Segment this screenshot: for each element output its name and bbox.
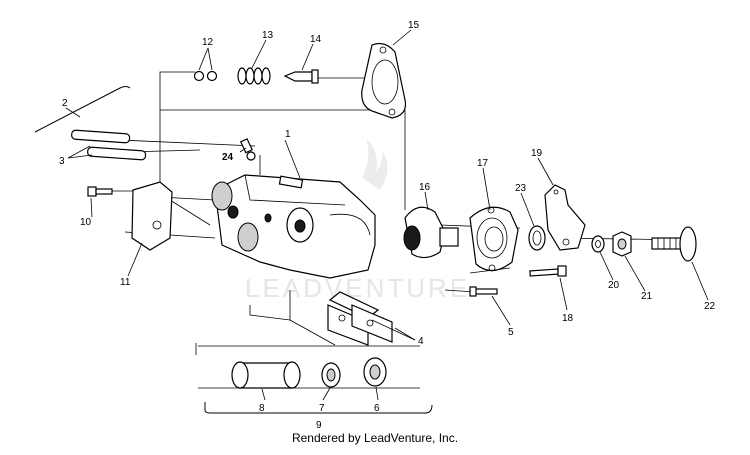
- callout-5: 5: [508, 327, 514, 338]
- bolt: [87, 186, 113, 197]
- pin-group-bracket: [34, 86, 131, 133]
- callout-16: 16: [419, 182, 431, 193]
- o-rings: [193, 70, 218, 82]
- bleed-pin: [283, 69, 319, 84]
- callout-7: 7: [319, 403, 325, 414]
- washer-small: [321, 362, 341, 388]
- callout-9: 9: [316, 420, 322, 431]
- callout-10: 10: [80, 217, 92, 228]
- actuator-piston: [403, 206, 459, 259]
- callout-2: 2: [62, 98, 68, 109]
- callout-13: 13: [262, 30, 274, 41]
- washer-large: [363, 357, 387, 387]
- piston: [231, 361, 301, 389]
- callout-8: 8: [259, 403, 265, 414]
- callout-23: 23: [515, 183, 527, 194]
- hex-nut: [612, 231, 632, 257]
- spring: [237, 67, 271, 85]
- seal-ring: [528, 225, 546, 251]
- housing-bolt: [529, 265, 567, 277]
- callout-17: 17: [477, 158, 489, 169]
- callout-3: 3: [59, 156, 65, 167]
- mounting-plate: [131, 181, 173, 251]
- callout-6: 6: [374, 403, 380, 414]
- callout-1: 1: [285, 129, 291, 140]
- callout-labels: 1 2 3 4 5 6 7 8 9 10 11 12 13 14 15 16 1…: [59, 20, 716, 431]
- callout-19: 19: [531, 148, 543, 159]
- brake-pads: [327, 291, 393, 346]
- footer-credit: Rendered by LeadVenture, Inc.: [291, 431, 459, 445]
- callout-22: 22: [704, 301, 716, 312]
- callout-24: 24: [222, 152, 234, 163]
- adjust-screw: [469, 286, 498, 297]
- lever-arm: [544, 184, 586, 251]
- gasket-plate: [361, 42, 407, 119]
- caliper-pins: [71, 129, 147, 161]
- callout-12: 12: [202, 37, 214, 48]
- lock-washer: [591, 235, 605, 253]
- caliper-body: [211, 174, 376, 279]
- callout-18: 18: [562, 313, 574, 324]
- callout-11: 11: [120, 277, 131, 288]
- adjuster-knob: [651, 226, 697, 262]
- callout-14: 14: [310, 34, 322, 45]
- callout-20: 20: [608, 280, 620, 291]
- watermark-text: LEADVENTURE: [245, 273, 470, 303]
- watermark: LEADVENTURE: [245, 138, 470, 303]
- actuator-housing: [469, 206, 519, 272]
- callout-15: 15: [408, 20, 420, 31]
- leader-lines: [65, 29, 709, 401]
- callout-4: 4: [418, 336, 424, 347]
- bleeder-screw: [239, 138, 256, 161]
- piston-group-bracket: [204, 402, 433, 414]
- callout-21: 21: [641, 291, 653, 302]
